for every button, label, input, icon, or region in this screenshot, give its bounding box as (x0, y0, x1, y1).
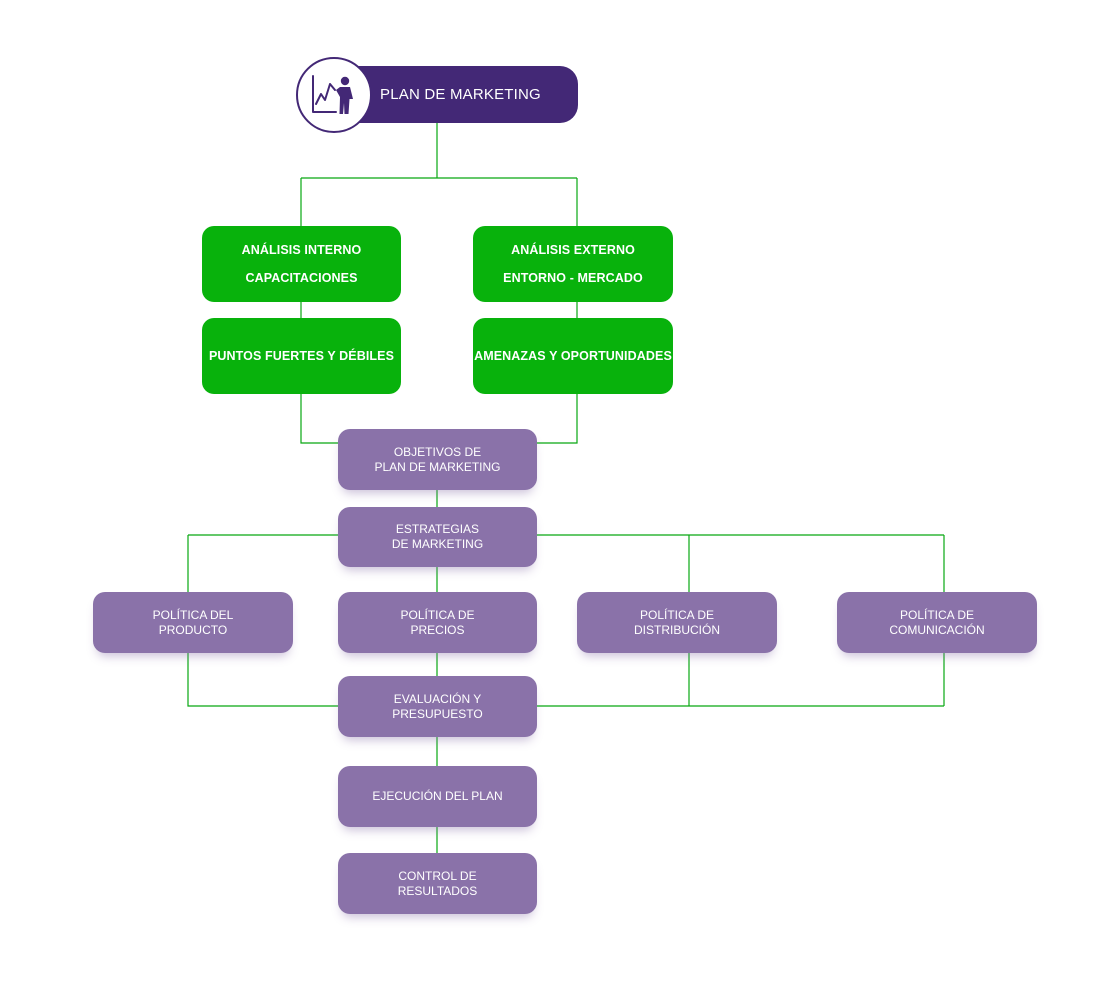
price-policy-box: POLÍTICA DE PRECIOS (338, 592, 537, 653)
objectives-box: OBJETIVOS DE PLAN DE MARKETING (338, 429, 537, 490)
threats-opportunities-label: AMENAZAS Y OPORTUNIDADES (474, 349, 672, 363)
evaluation-line2: PRESUPUESTO (392, 706, 483, 721)
strategies-line1: ESTRATEGIAS (395, 522, 480, 536)
external-analysis-subtitle: ENTORNO - MERCADO (503, 271, 643, 285)
results-control-line2: RESULTADOS (397, 883, 478, 898)
evaluation-budget-box: EVALUACIÓN Y PRESUPUESTO (338, 676, 537, 737)
objectives-line1: OBJETIVOS DE (393, 444, 482, 459)
presentation-chart-icon (312, 75, 353, 114)
distribution-policy-box: POLÍTICA DE DISTRIBUCIÓN (577, 592, 777, 653)
strategies-box: ESTRATEGIAS DE MARKETING (338, 507, 537, 567)
plan-execution-box: EJECUCIÓN DEL PLAN (338, 766, 537, 827)
evaluation-line1: EVALUACIÓN Y (393, 691, 482, 706)
title-icon-circle (296, 57, 372, 133)
product-policy-line2: PRODUCTO (158, 622, 228, 637)
strengths-weaknesses-box: PUNTOS FUERTES Y DÉBILES (202, 318, 401, 394)
internal-analysis-subtitle: CAPACITACIONES (245, 271, 358, 285)
communication-policy-box: POLÍTICA DE COMUNICACIÓN (837, 592, 1037, 653)
external-analysis-box: ANÁLISIS EXTERNO ENTORNO - MERCADO (473, 226, 673, 302)
price-policy-line2: PRECIOS (410, 622, 465, 637)
internal-analysis-box: ANÁLISIS INTERNO CAPACITACIONES (202, 226, 401, 302)
product-policy-box: POLÍTICA DEL PRODUCTO (93, 592, 293, 653)
objectives-line2: PLAN DE MARKETING (374, 459, 501, 474)
communication-policy-line1: POLÍTICA DE (899, 607, 975, 622)
strengths-weaknesses-label: PUNTOS FUERTES Y DÉBILES (208, 349, 395, 363)
internal-analysis-title: ANÁLISIS INTERNO (241, 243, 362, 257)
results-control-box: CONTROL DE RESULTADOS (338, 853, 537, 914)
external-analysis-title: ANÁLISIS EXTERNO (511, 243, 635, 257)
product-policy-line1: POLÍTICA DEL (152, 607, 234, 622)
distribution-policy-line1: POLÍTICA DE (639, 607, 715, 622)
strategies-line2: DE MARKETING (391, 537, 484, 551)
communication-policy-line2: COMUNICACIÓN (889, 622, 985, 637)
plan-execution-label: EJECUCIÓN DEL PLAN (372, 789, 503, 803)
distribution-policy-line2: DISTRIBUCIÓN (633, 622, 720, 637)
diagram-title: PLAN DE MARKETING (380, 86, 541, 103)
price-policy-line1: POLÍTICA DE (400, 607, 475, 622)
results-control-line1: CONTROL DE (398, 868, 477, 883)
threats-opportunities-box: AMENAZAS Y OPORTUNIDADES (473, 318, 673, 394)
